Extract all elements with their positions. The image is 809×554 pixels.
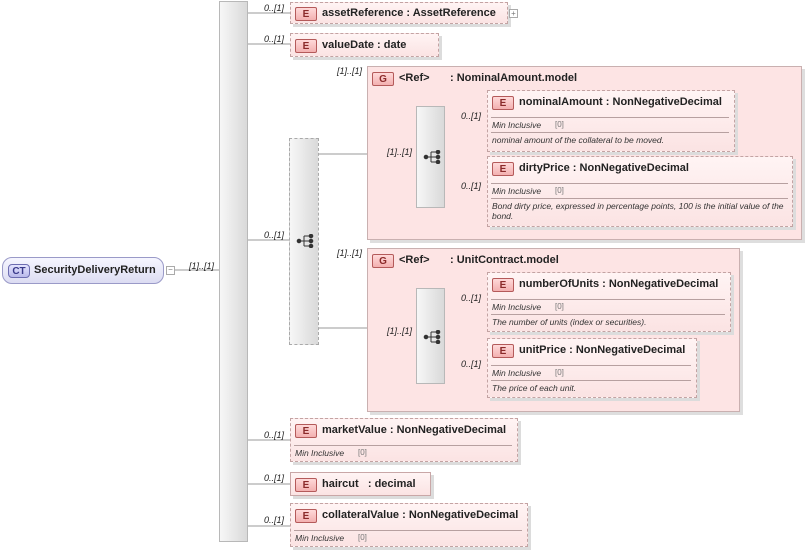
unit-price-cardinality: 0..[1]: [461, 359, 482, 369]
market-value-element[interactable]: E marketValue : NonNegativeDecimal Min I…: [290, 418, 518, 462]
group-badge: G: [372, 72, 394, 86]
group-ref: <Ref>: [399, 254, 430, 266]
element-title: haircut : decimal: [322, 478, 416, 490]
haircut-cardinality: 0..[1]: [264, 473, 285, 483]
facet-value: [0]: [555, 302, 564, 311]
facet-value: [0]: [555, 368, 564, 377]
market-value-cardinality: 0..[1]: [264, 430, 285, 440]
element-badge: E: [295, 424, 317, 438]
collateral-value-element[interactable]: E collateralValue : NonNegativeDecimal M…: [290, 503, 528, 547]
facet-value: [0]: [555, 186, 564, 195]
asset-reference-element[interactable]: E assetReference : AssetReference: [290, 2, 508, 24]
facet-value: [0]: [555, 120, 564, 129]
element-title: assetReference : AssetReference: [322, 7, 496, 19]
element-badge: E: [492, 344, 514, 358]
element-title: nominalAmount : NonNegativeDecimal: [519, 96, 722, 108]
facet-name: Min Inclusive: [492, 302, 542, 312]
unit-seq-cardinality: [1]..[1]: [387, 326, 413, 336]
complex-type-box[interactable]: CT SecurityDeliveryReturn: [2, 257, 164, 284]
expand-icon[interactable]: +: [509, 9, 518, 18]
nominal-amount-cardinality: 0..[1]: [461, 111, 482, 121]
element-badge: E: [295, 478, 317, 492]
element-title: unitPrice : NonNegativeDecimal: [519, 344, 686, 356]
element-badge: E: [295, 509, 317, 523]
main-sequence-bar: [219, 1, 248, 542]
value-date-element[interactable]: E valueDate : date: [290, 33, 439, 57]
element-title: dirtyPrice : NonNegativeDecimal: [519, 162, 689, 174]
nominal-group-cardinality: [1]..[1]: [337, 66, 363, 76]
dirty-price-cardinality: 0..[1]: [461, 181, 482, 191]
element-badge: E: [295, 39, 317, 53]
facet-name: Min Inclusive: [295, 533, 345, 543]
element-badge: E: [492, 162, 514, 176]
collapse-icon[interactable]: −: [166, 266, 175, 275]
documentation: nominal amount of the collateral to be m…: [492, 135, 664, 145]
number-of-units-cardinality: 0..[1]: [461, 293, 482, 303]
ct-badge: CT: [8, 264, 30, 278]
element-badge: E: [295, 7, 317, 21]
facet-value: [0]: [358, 533, 367, 542]
group-model: : NominalAmount.model: [450, 72, 578, 84]
group-model: : UnitContract.model: [450, 254, 559, 266]
group-ref: <Ref>: [399, 72, 430, 84]
element-badge: E: [492, 96, 514, 110]
element-badge: E: [492, 278, 514, 292]
element-title: marketValue : NonNegativeDecimal: [322, 424, 507, 436]
value-date-cardinality: 0..[1]: [264, 34, 285, 44]
element-title: numberOfUnits : NonNegativeDecimal: [519, 278, 719, 290]
documentation: The price of each unit.: [492, 383, 577, 393]
number-of-units-element[interactable]: E numberOfUnits : NonNegativeDecimal Min…: [487, 272, 731, 332]
ct-cardinality: [1]..[1]: [189, 261, 215, 271]
documentation: The number of units (index or securities…: [492, 317, 647, 327]
haircut-element[interactable]: E haircut : decimal: [290, 472, 431, 496]
sequence-icon: [296, 234, 314, 248]
choice-cardinality: 0..[1]: [264, 230, 285, 240]
dirty-price-element[interactable]: E dirtyPrice : NonNegativeDecimal Min In…: [487, 156, 793, 227]
facet-name: Min Inclusive: [492, 120, 542, 130]
element-title: valueDate : date: [322, 39, 407, 51]
facet-value: [0]: [358, 448, 367, 457]
facet-name: Min Inclusive: [492, 186, 542, 196]
facet-name: Min Inclusive: [295, 448, 345, 458]
unit-sequence-bar: [416, 288, 445, 384]
facet-name: Min Inclusive: [492, 368, 542, 378]
nominal-seq-cardinality: [1]..[1]: [387, 147, 413, 157]
collateral-value-cardinality: 0..[1]: [264, 515, 285, 525]
unit-group-cardinality: [1]..[1]: [337, 248, 363, 258]
group-badge: G: [372, 254, 394, 268]
asset-reference-cardinality: 0..[1]: [264, 3, 285, 13]
sequence-icon: [423, 150, 441, 164]
complex-type-name: SecurityDeliveryReturn: [34, 264, 156, 276]
sequence-icon: [423, 330, 441, 344]
documentation: Bond dirty price, expressed in percentag…: [492, 201, 784, 221]
nominal-amount-element[interactable]: E nominalAmount : NonNegativeDecimal Min…: [487, 90, 735, 152]
element-title: collateralValue : NonNegativeDecimal: [322, 509, 519, 521]
unit-price-element[interactable]: E unitPrice : NonNegativeDecimal Min Inc…: [487, 338, 697, 398]
